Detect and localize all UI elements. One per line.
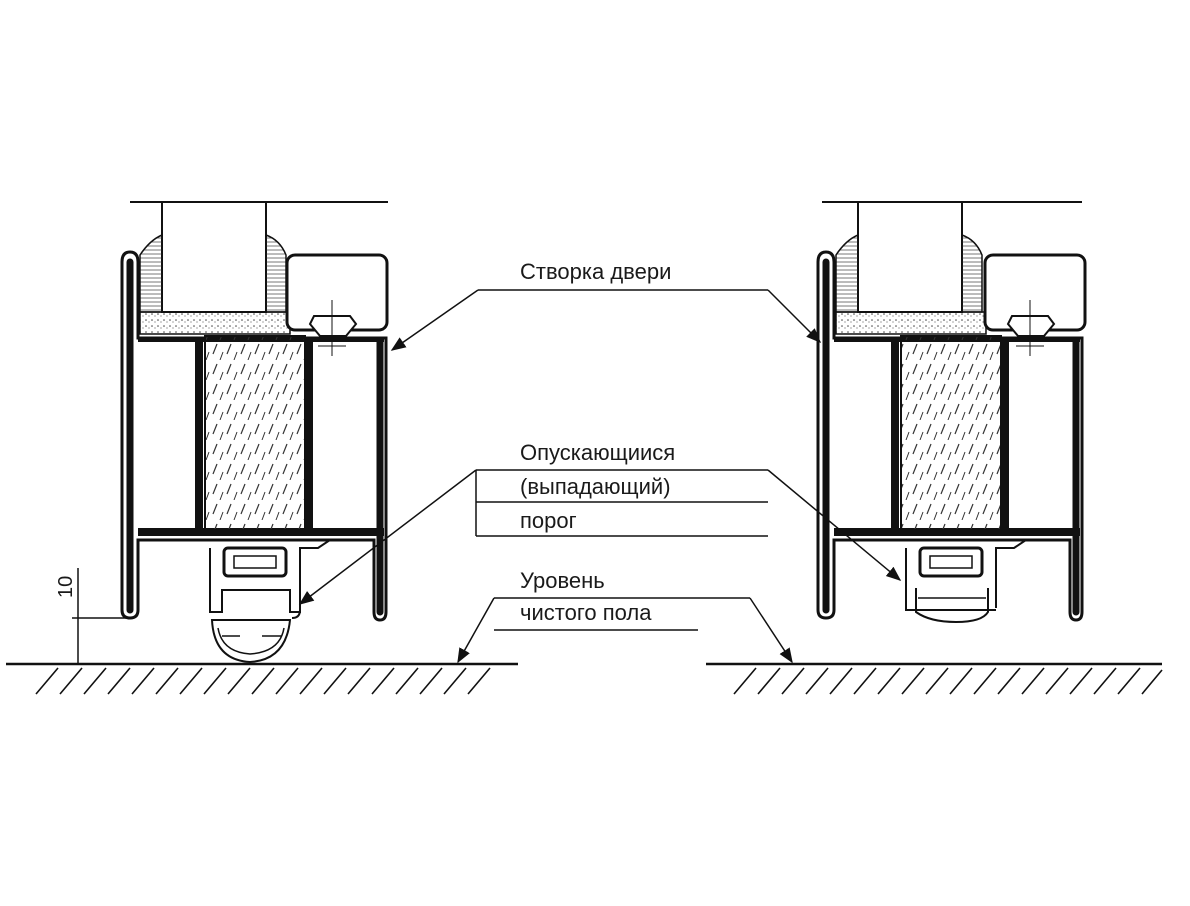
dimension-label: 10 <box>55 576 77 598</box>
leader-door-leaf <box>390 289 822 351</box>
floor-right <box>706 662 1163 695</box>
right-door-section <box>816 201 1087 624</box>
label-threshold-line1: Опускающиися <box>520 440 675 465</box>
right-threshold <box>876 539 1030 624</box>
floor-left <box>6 662 518 695</box>
left-door-section: 10 <box>55 201 389 665</box>
left-threshold <box>178 539 334 664</box>
leader-threshold <box>298 469 902 605</box>
label-threshold-line3: порог <box>520 508 577 533</box>
label-door-leaf: Створка двери <box>520 259 671 284</box>
leader-floor-level <box>457 597 793 664</box>
label-floor-line2: чистого пола <box>520 600 652 625</box>
dimension-10: 10 <box>55 568 128 665</box>
label-floor-line1: Уровень <box>520 568 605 593</box>
label-threshold-line2: (выпадающий) <box>520 474 671 499</box>
